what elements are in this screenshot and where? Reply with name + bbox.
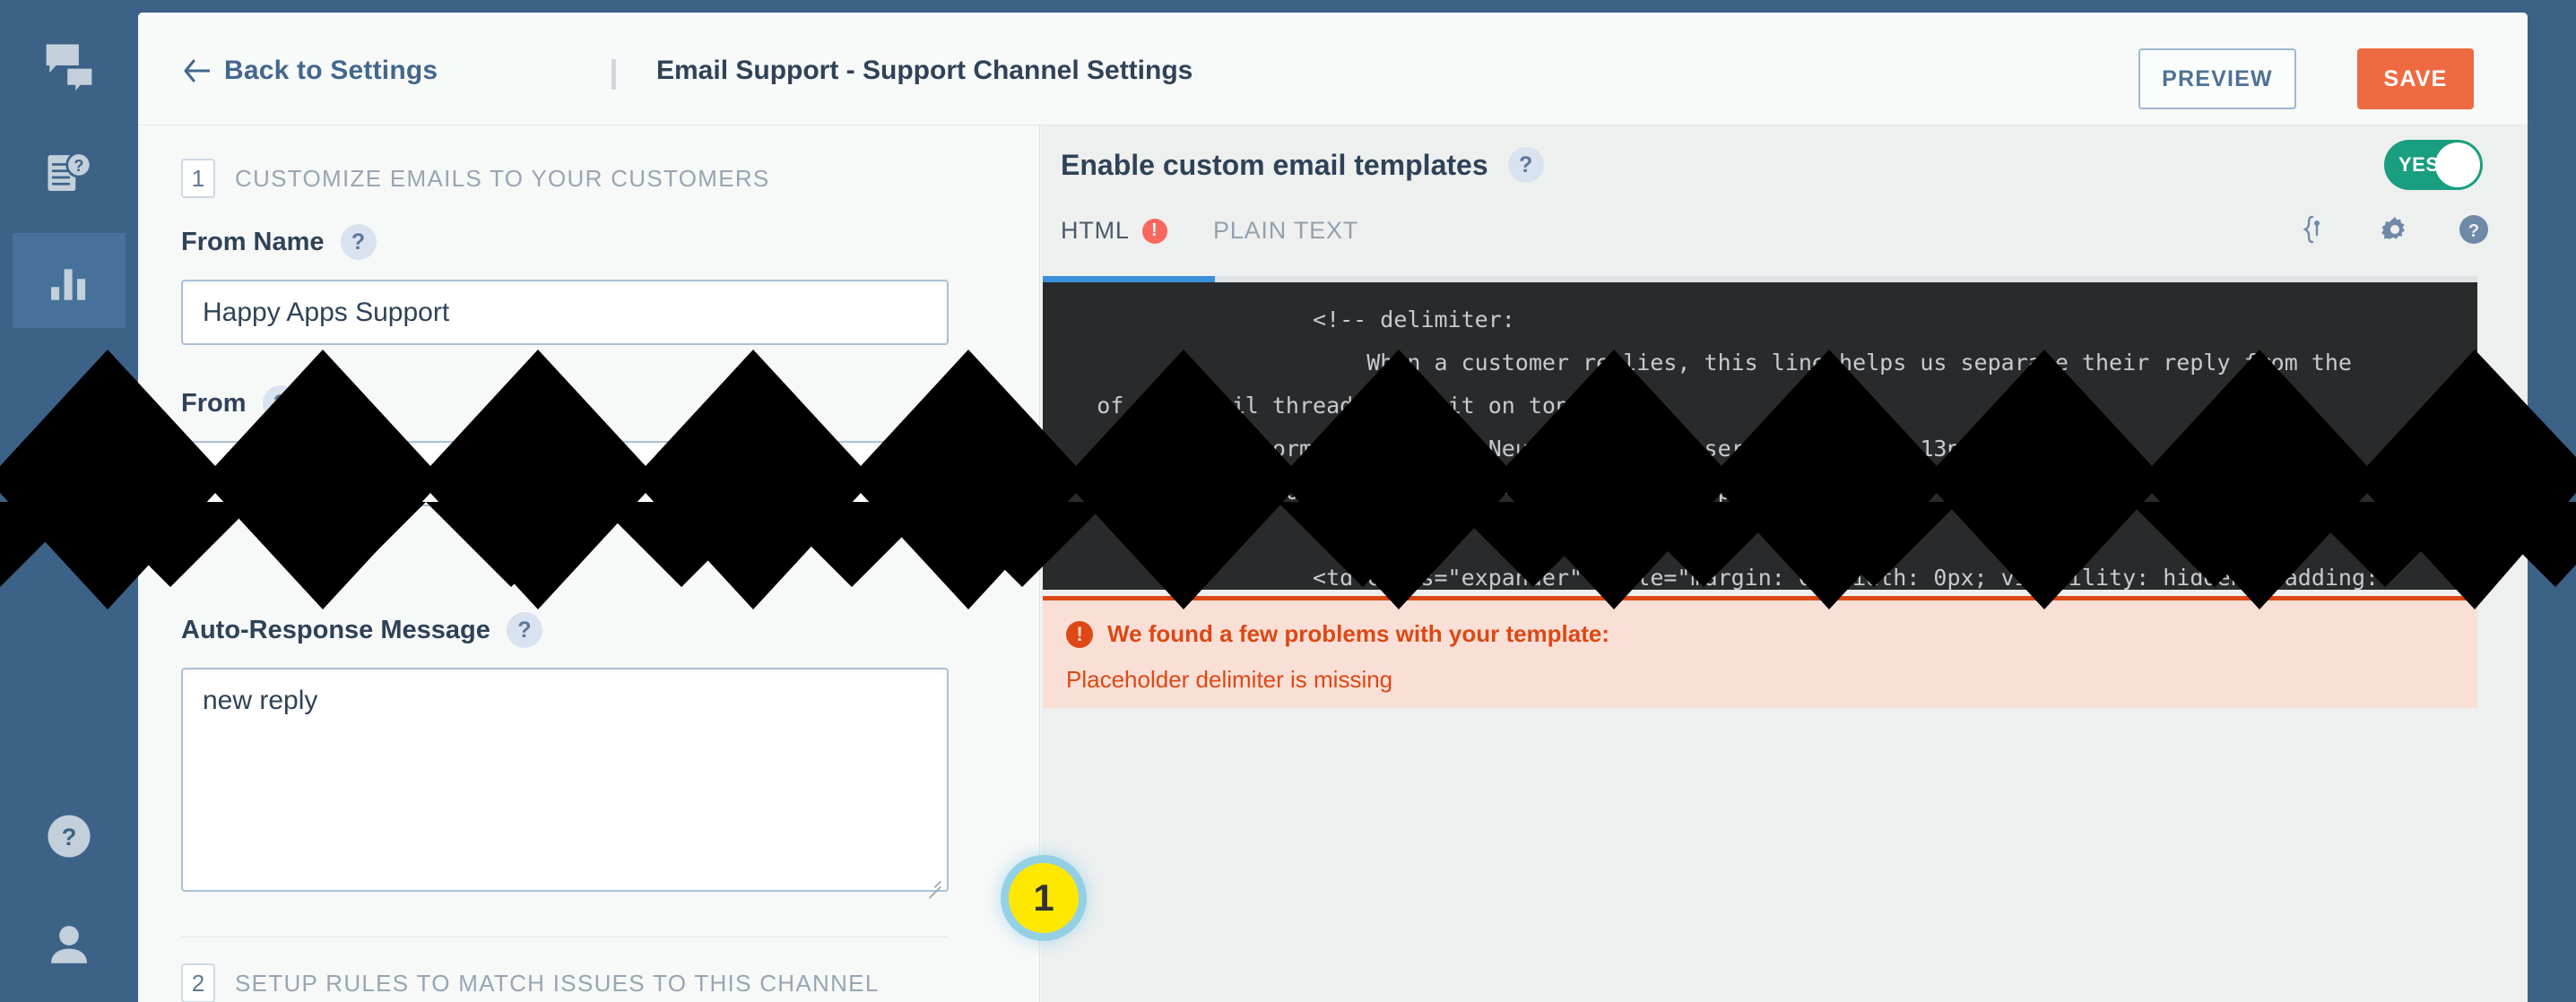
sidebar-item-faq[interactable]: ? <box>13 125 126 220</box>
sidebar-item-reports[interactable] <box>13 233 126 328</box>
enable-templates-title-row: Enable custom email templates ? <box>1061 147 1544 183</box>
auto-response-label: Auto-Response Message <box>181 615 490 644</box>
left-sidebar: ? ? <box>0 0 138 1002</box>
error-title-row: ! We found a few problems with your temp… <box>1066 620 2454 648</box>
annotation-badge-1: 1 <box>1009 863 1079 933</box>
sidebar-item-help[interactable]: ? <box>13 789 126 884</box>
gear-icon[interactable] <box>2377 212 2413 247</box>
svg-text:?: ? <box>62 823 77 851</box>
topbar-divider <box>611 59 616 90</box>
back-to-settings-link[interactable]: Back to Settings <box>183 56 438 86</box>
tab-html[interactable]: HTML ! <box>1061 217 1167 245</box>
help-circle-icon[interactable]: ? <box>2456 212 2492 247</box>
template-editor-pane: Enable custom email templates ? YES HTML… <box>1041 125 2528 1002</box>
editor-tabs: HTML ! PLAIN TEXT <box>1041 212 2528 265</box>
bar-chart-icon <box>51 269 86 300</box>
svg-text:?: ? <box>2468 221 2479 241</box>
svg-text:?: ? <box>74 157 83 175</box>
main-card: Back to Settings Email Support - Support… <box>138 13 2528 1002</box>
editor-progress-bar <box>1043 276 2477 282</box>
placeholder-braces-icon[interactable] <box>2298 212 2334 247</box>
from-name-input[interactable] <box>181 280 949 345</box>
error-title: We found a few problems with your templa… <box>1107 620 1610 647</box>
enable-templates-help-icon[interactable]: ? <box>1507 147 1544 183</box>
save-button[interactable]: SAVE <box>2357 48 2474 109</box>
from-email-label-row: From ? <box>181 385 299 421</box>
error-exclamation-icon: ! <box>1066 620 1093 648</box>
section-1-header: 1 CUSTOMIZE EMAILS TO YOUR CUSTOMERS <box>181 159 770 198</box>
from-email-label: From <box>181 388 247 418</box>
auto-response-textarea[interactable] <box>181 668 949 892</box>
top-bar: Back to Settings Email Support - Support… <box>138 13 2528 125</box>
sidebar-item-account[interactable] <box>13 896 126 991</box>
template-errors: ! We found a few problems with your temp… <box>1043 600 2477 708</box>
code-editor[interactable]: <!-- delimiter: When a customer replies,… <box>1043 282 2477 590</box>
editor-tool-icons: ? <box>2298 212 2492 247</box>
section-1-label: CUSTOMIZE EMAILS TO YOUR CUSTOMERS <box>235 164 770 192</box>
document-question-icon: ? <box>48 151 92 191</box>
tab-html-label: HTML <box>1061 217 1130 244</box>
chat-bubbles-icon <box>46 44 92 91</box>
tab-html-error-badge: ! <box>1141 218 1167 244</box>
help-circle-icon: ? <box>48 815 91 858</box>
from-name-help-icon[interactable]: ? <box>340 224 377 260</box>
arrow-left-icon <box>184 59 210 82</box>
preview-button[interactable]: PREVIEW <box>2138 48 2296 109</box>
section-2-number: 2 <box>181 963 215 1002</box>
from-email-help-icon[interactable]: ? <box>262 385 299 421</box>
from-name-label-row: From Name ? <box>181 224 377 260</box>
from-email-input[interactable] <box>181 441 949 506</box>
error-item: Placeholder delimiter is missing <box>1066 666 1393 693</box>
settings-form-pane: 1 CUSTOMIZE EMAILS TO YOUR CUSTOMERS Fro… <box>138 125 1040 1002</box>
tab-plain-text[interactable]: PLAIN TEXT <box>1213 217 1358 245</box>
section-1-number: 1 <box>181 159 215 198</box>
section-2-label: SETUP RULES TO MATCH ISSUES TO THIS CHAN… <box>235 969 880 997</box>
page-title: Email Support - Support Channel Settings <box>656 56 1193 85</box>
auto-response-help-icon[interactable]: ? <box>506 612 542 648</box>
from-name-label: From Name <box>181 227 325 256</box>
enable-templates-toggle[interactable]: YES <box>2384 140 2483 190</box>
tab-plain-text-label: PLAIN TEXT <box>1213 217 1359 244</box>
user-icon <box>51 926 87 963</box>
back-to-settings-label: Back to Settings <box>224 56 438 85</box>
enable-templates-title: Enable custom email templates <box>1061 148 1488 181</box>
auto-response-label-row: Auto-Response Message ? <box>181 612 542 648</box>
section-2-header: 2 SETUP RULES TO MATCH ISSUES TO THIS CH… <box>181 963 880 1002</box>
sidebar-item-conversations[interactable] <box>13 18 126 113</box>
code-editor-wrap: <!-- delimiter: When a customer replies,… <box>1043 276 2477 590</box>
toggle-knob <box>2435 143 2480 187</box>
toggle-label: YES <box>2398 153 2440 176</box>
